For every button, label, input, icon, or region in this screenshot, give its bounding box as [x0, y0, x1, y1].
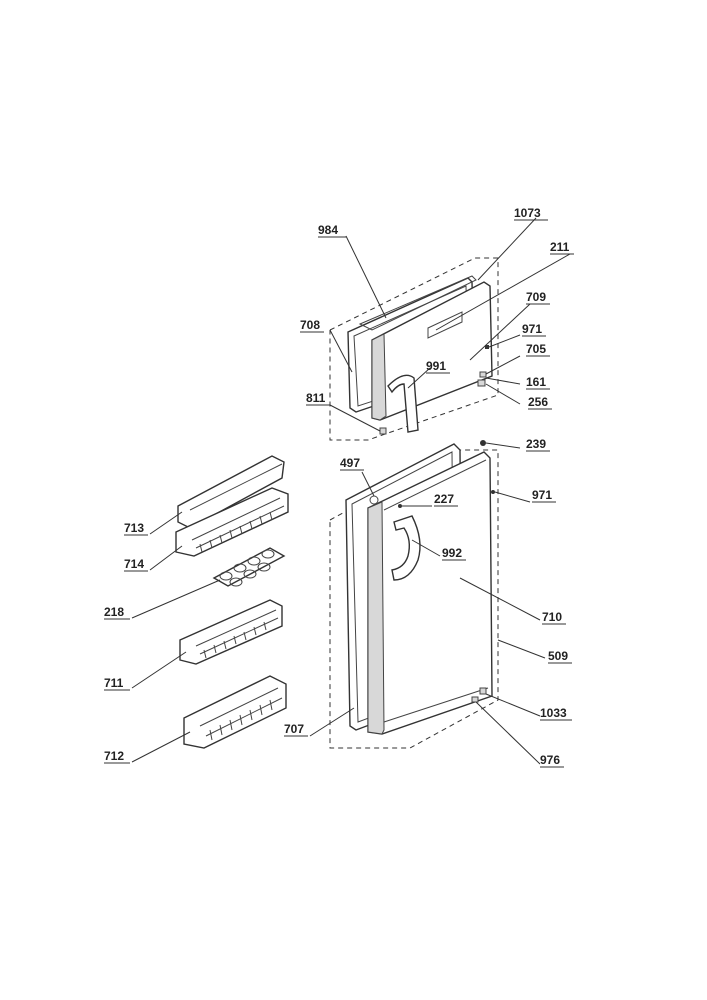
callout-509: 509 [548, 649, 568, 663]
callout-712: 712 [104, 749, 124, 763]
callout-976: 976 [540, 753, 560, 767]
egg-tray [212, 547, 286, 587]
callout-labels: 984 1073 211 709 708 971 705 991 161 811… [104, 206, 574, 768]
callout-707: 707 [284, 722, 304, 736]
fridge-top-pin [480, 440, 486, 446]
callout-161: 161 [526, 375, 546, 389]
callout-1033: 1033 [540, 706, 567, 720]
callout-1073: 1073 [514, 206, 541, 220]
callout-811: 811 [306, 391, 326, 405]
callout-714: 714 [124, 557, 144, 571]
bottom-shelf [183, 675, 287, 749]
callout-497: 497 [340, 456, 360, 470]
fridge-door-assembly [329, 440, 499, 749]
freezer-screw [485, 345, 489, 349]
freezer-door-assembly [329, 257, 499, 441]
middle-shelf [179, 599, 283, 665]
callout-710: 710 [542, 610, 562, 624]
freezer-alignment-dashes [329, 257, 499, 441]
door-shelves [175, 455, 289, 749]
callout-211: 211 [550, 240, 570, 254]
callout-239: 239 [526, 437, 546, 451]
callout-227: 227 [434, 492, 454, 506]
leader-lines [131, 217, 571, 765]
freezer-pin [379, 427, 387, 435]
freezer-handle [387, 374, 419, 433]
callout-218: 218 [104, 605, 124, 619]
callout-992: 992 [442, 546, 462, 560]
callout-991: 991 [426, 359, 446, 373]
callout-705: 705 [526, 342, 546, 356]
callout-711: 711 [104, 676, 124, 690]
callout-971-fridge: 971 [532, 488, 552, 502]
callout-984: 984 [318, 223, 338, 237]
callout-971-freezer: 971 [522, 322, 542, 336]
callout-256: 256 [528, 395, 548, 409]
callout-713: 713 [124, 521, 144, 535]
shelf-cover [177, 455, 285, 529]
upper-shelf [175, 487, 289, 557]
freezer-inner-liner [358, 275, 477, 331]
callout-708: 708 [300, 318, 320, 332]
fridge-handle [391, 515, 421, 581]
callout-709: 709 [526, 290, 546, 304]
